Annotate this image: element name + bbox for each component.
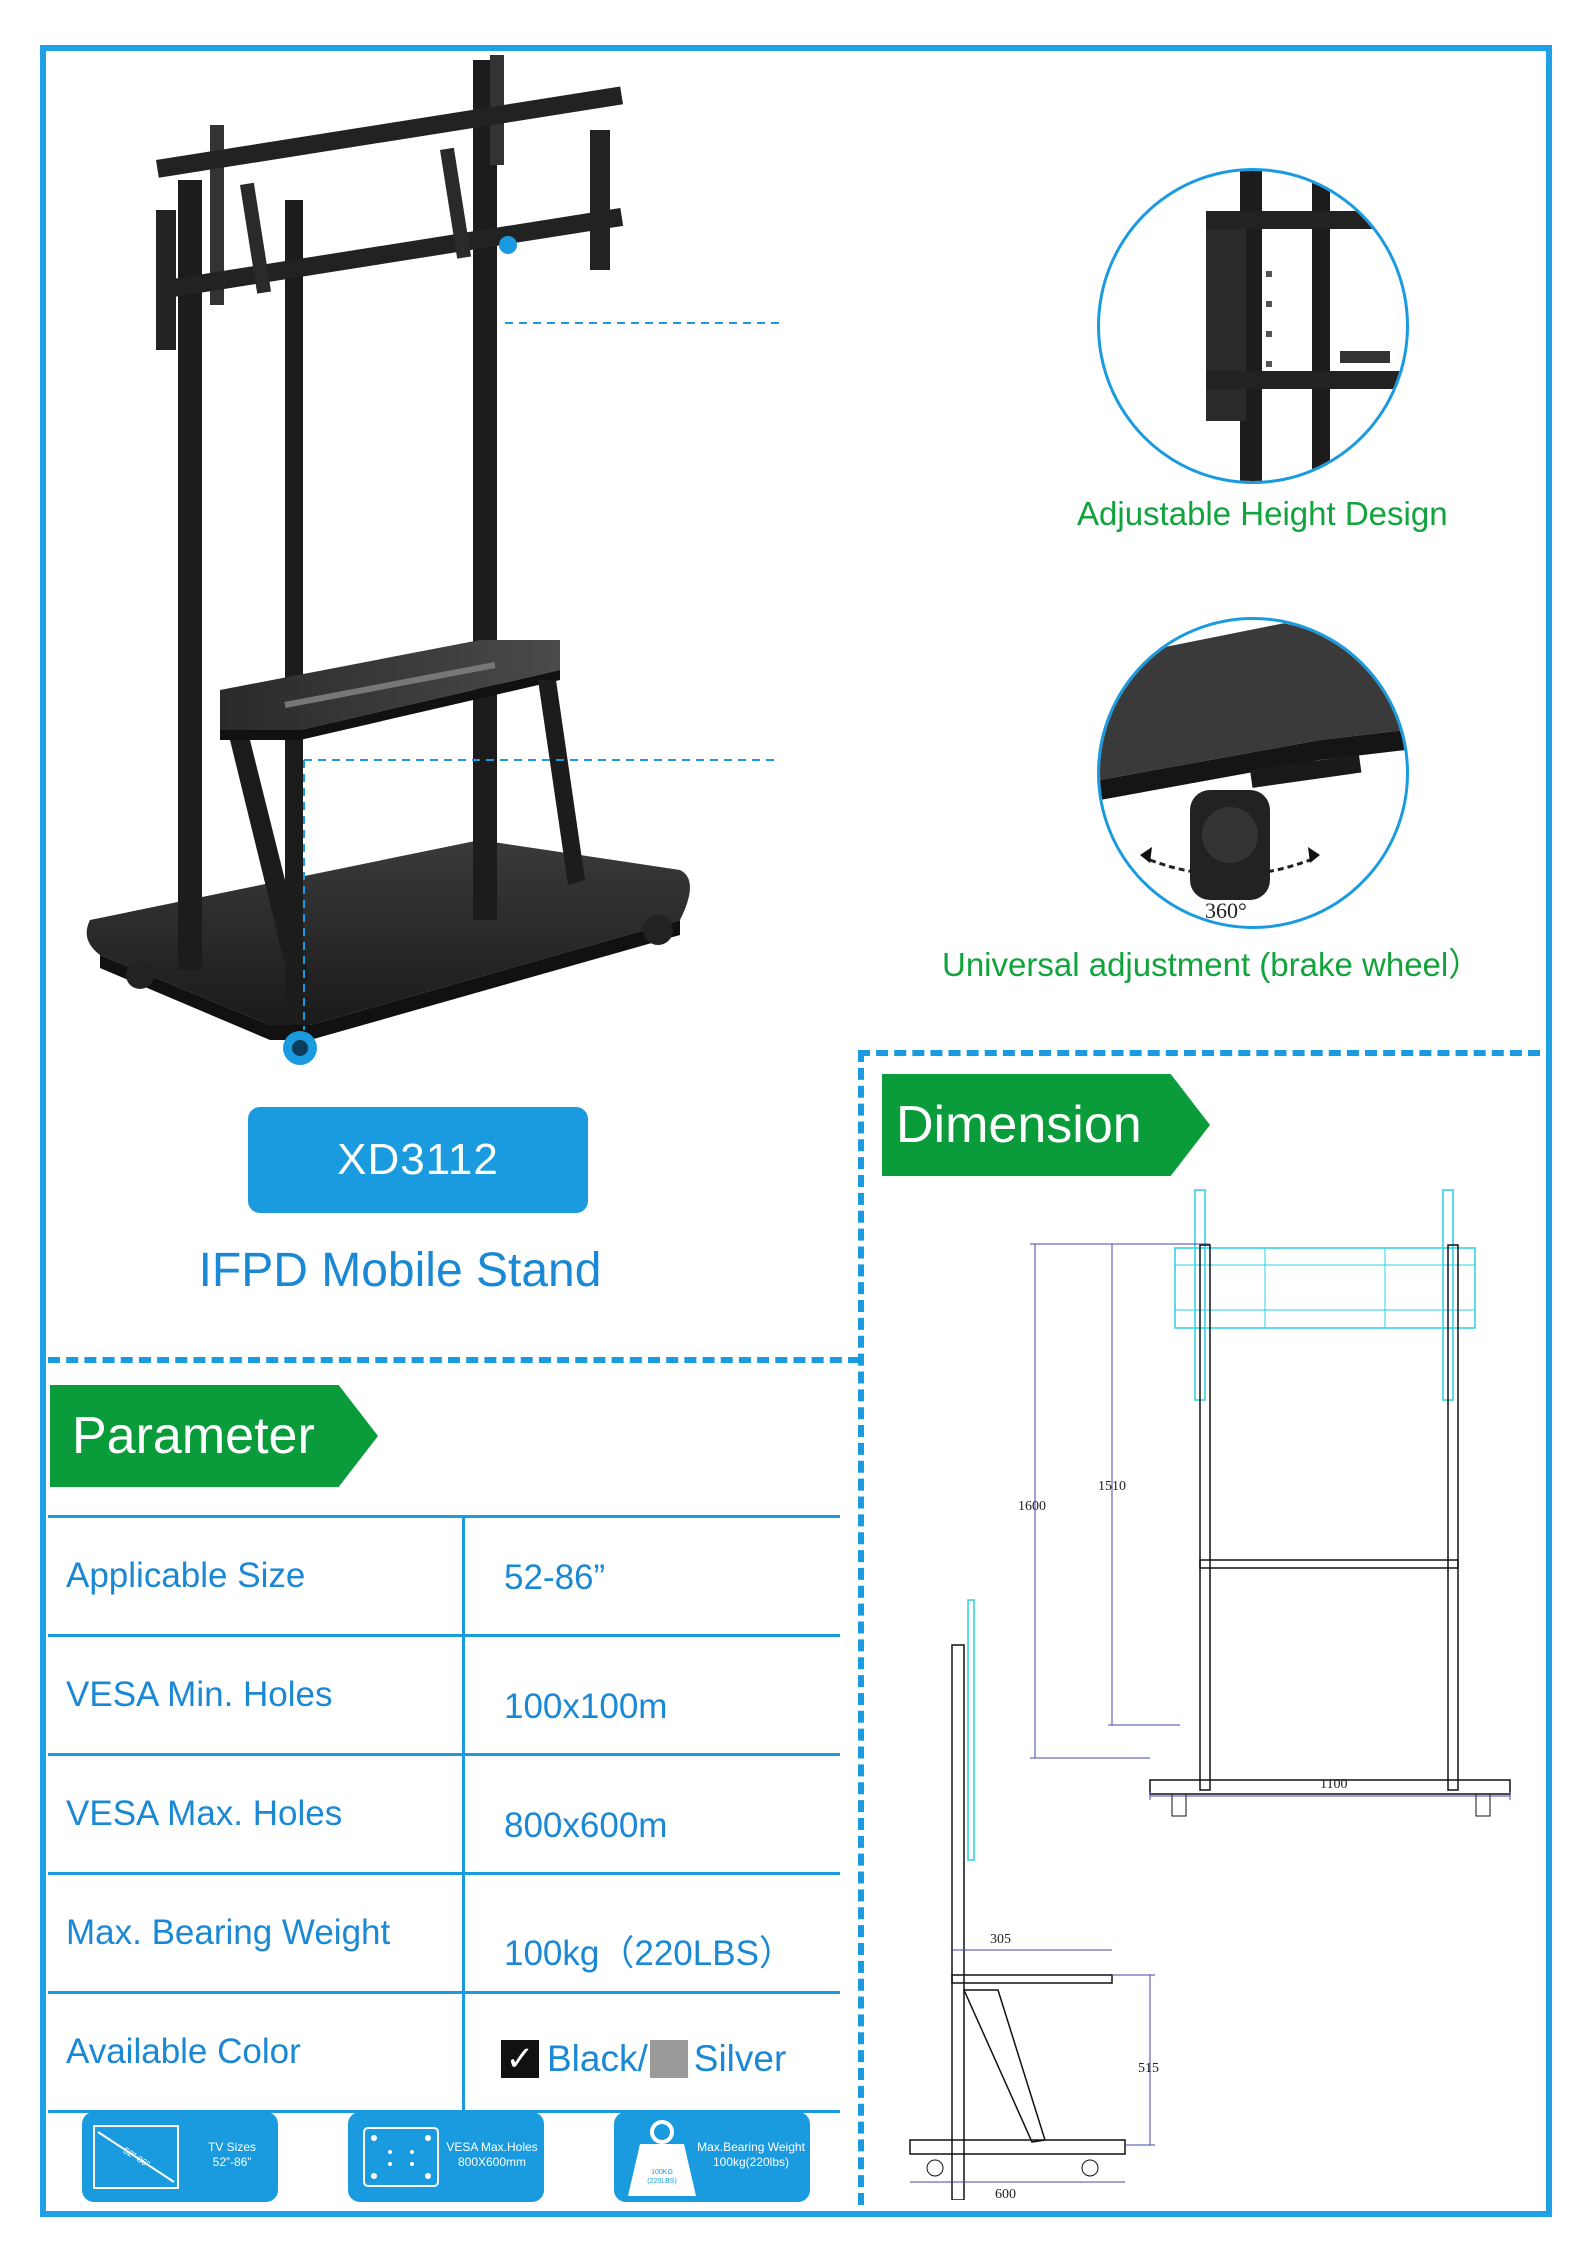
weight-icon [628, 2120, 696, 2196]
parameter-table: Applicable Size 52-86” VESA Min. Holes 1… [48, 1515, 840, 2113]
page-frame [40, 45, 1552, 2217]
table-row: Max. Bearing Weight 100kg（220LBS） [48, 1872, 840, 1991]
brake-wheel-closeup-icon: 360° [1097, 617, 1409, 929]
tv-size-inner: 52”-86” [121, 2145, 151, 2169]
dim-height-total: 1600 [1018, 1499, 1046, 1514]
param-value: 100x100m [504, 1687, 668, 1726]
param-value: 800x600m [504, 1806, 668, 1845]
spec-card-vesa: VESA Max.Holes 800X600mm [348, 2112, 544, 2202]
feature-label-height: Adjustable Height Design [1077, 495, 1448, 532]
model-badge: XD3112 [248, 1107, 588, 1213]
parameter-heading: Parameter [50, 1385, 378, 1487]
param-value: 52-86” [504, 1558, 606, 1597]
dimension-heading: Dimension [882, 1074, 1210, 1176]
color-options: ✓ Black/ Silver [501, 2038, 786, 2080]
dim-height-mount: 1510 [1098, 1479, 1126, 1494]
table-row: VESA Max. Holes 800x600m [48, 1753, 840, 1872]
spec-value: 52”-86” [212, 2155, 252, 2169]
stand-product-image [86, 55, 780, 1065]
silver-swatch-icon [649, 2040, 688, 2078]
color-silver-label: Silver [693, 2038, 787, 2079]
dimension-drawing: 1600 1510 1100 305 515 600 [909, 1189, 1511, 2200]
divider-left-mid [48, 1357, 860, 1363]
table-row: VESA Min. Holes 100x100m [48, 1634, 840, 1753]
spec-card-tv-size: 52”-86” TV Sizes 52”-86” [82, 2112, 278, 2202]
color-black-label: Black/ [547, 2038, 648, 2079]
rotation-label: 360° [1205, 898, 1247, 923]
divider-vertical [858, 1050, 864, 2205]
dimension-title: Dimension [896, 1096, 1142, 1154]
param-value: 100kg（220LBS） [504, 1934, 794, 1973]
param-label: Available Color [66, 2032, 301, 2071]
weight-inner: 100KG (220LBS) [647, 2169, 677, 2185]
spec-title: Max.Bearing Weight [697, 2140, 805, 2154]
dim-shelf-depth: 305 [990, 1932, 1011, 1947]
param-label: VESA Max. Holes [66, 1794, 343, 1833]
param-label: VESA Min. Holes [66, 1675, 333, 1714]
spec-value: 800X600mm [457, 2155, 527, 2169]
dim-width-base: 1100 [1320, 1777, 1347, 1792]
tv-size-icon: 52”-86” [93, 2125, 179, 2189]
spec-title: VESA Max.Holes [446, 2140, 538, 2154]
table-row: Applicable Size 52-86” [48, 1515, 840, 1634]
dim-shelf-height: 515 [1138, 2061, 1159, 2076]
divider-right-top [858, 1050, 1540, 1056]
vesa-holes-icon [363, 2127, 439, 2187]
spec-card-weight: 100KG (220LBS) Max.Bearing Weight 100kg(… [614, 2112, 810, 2202]
height-adjust-closeup-icon [1097, 168, 1409, 484]
checkmark-icon: ✓ [501, 2040, 539, 2078]
parameter-title: Parameter [72, 1407, 315, 1465]
dim-base-depth: 600 [995, 2187, 1016, 2200]
feature-label-wheel: Universal adjustment (brake wheel） [942, 946, 1482, 983]
spec-title: TV Sizes [207, 2140, 256, 2154]
param-label: Max. Bearing Weight [66, 1913, 391, 1952]
param-label: Applicable Size [66, 1556, 306, 1595]
product-name: IFPD Mobile Stand [198, 1244, 602, 1297]
table-row: Available Color ✓ Black/ Silver [48, 1991, 840, 2113]
spec-value: 100kg(220lbs) [712, 2155, 790, 2169]
